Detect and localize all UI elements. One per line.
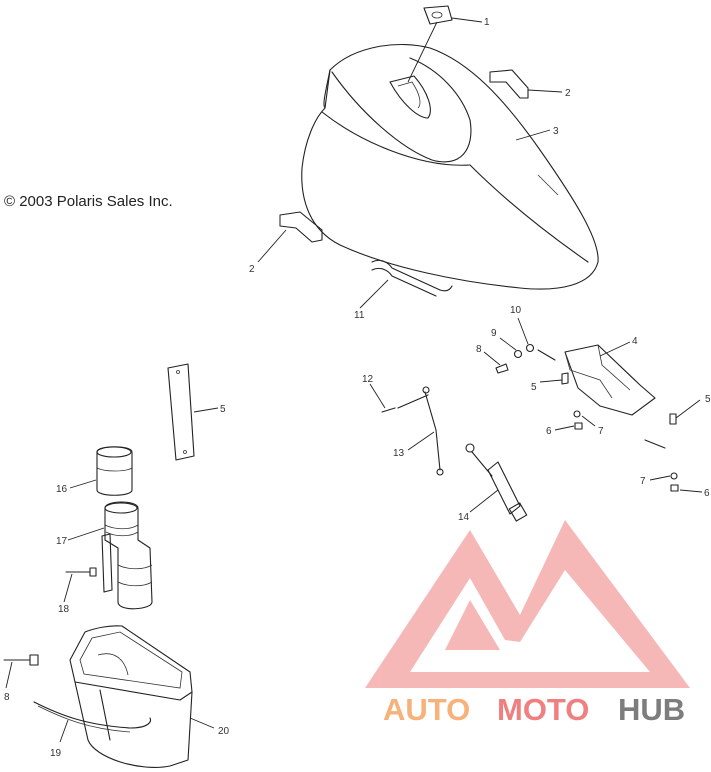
- part-fasteners-upper: [495, 343, 569, 385]
- part-gas-strut: [465, 443, 528, 522]
- part-bumper-top: [489, 69, 529, 99]
- callout-8-upper: 8: [476, 344, 482, 355]
- watermark-text-auto: AUTO: [383, 692, 470, 727]
- callout-20: 20: [218, 726, 230, 737]
- part-hood: [301, 43, 599, 290]
- callout-7-right: 7: [640, 476, 646, 487]
- copyright-notice: © 2003 Polaris Sales Inc.: [4, 193, 173, 210]
- part-bottle: [101, 501, 153, 610]
- callout-9: 9: [491, 328, 497, 339]
- part-latch-clip: [423, 5, 453, 25]
- callout-7-mid: 7: [598, 426, 604, 437]
- callout-5-mid: 5: [531, 382, 537, 393]
- callout-17: 17: [56, 536, 68, 547]
- part-bumper-left: [279, 211, 323, 243]
- callout-16: 16: [56, 484, 68, 495]
- part-strap: [371, 259, 453, 297]
- part-storage-bin: [69, 625, 193, 768]
- callout-10: 10: [510, 305, 522, 316]
- part-cable: [381, 386, 444, 476]
- watermark-logo: [365, 520, 690, 688]
- callout-13: 13: [393, 448, 405, 459]
- part-plate: [167, 363, 195, 461]
- callout-19: 19: [50, 748, 62, 759]
- part-fasteners-lower: [573, 410, 679, 492]
- part-bracket: [564, 344, 656, 416]
- callout-3: 3: [553, 126, 559, 137]
- callout-4: 4: [632, 336, 638, 347]
- part-rivet-8: [3, 654, 39, 666]
- callout-8-lower: 8: [4, 692, 10, 703]
- callout-12: 12: [362, 374, 374, 385]
- callout-14: 14: [458, 512, 470, 523]
- callout-11: 11: [354, 310, 365, 321]
- callout-1: 1: [484, 17, 490, 28]
- callout-5-left: 5: [220, 404, 226, 415]
- watermark-text-hub: HUB: [618, 692, 685, 727]
- leader-lines: [5, 17, 703, 743]
- callout-6-mid: 6: [546, 426, 552, 437]
- watermark-text: AUTO MOTO HUB: [383, 692, 685, 727]
- callout-2-left: 2: [249, 264, 255, 275]
- watermark-text-moto: MOTO: [497, 692, 589, 727]
- callout-2-top: 2: [565, 88, 571, 99]
- part-strap-19: [33, 701, 151, 733]
- callout-labels: 1 2 3 2 11 10 9 8 4 5 5 6 7 7 6 12 13 14…: [4, 17, 711, 759]
- callout-18: 18: [58, 604, 70, 615]
- part-rivet-18: [65, 567, 97, 577]
- callout-5-right: 5: [705, 394, 711, 405]
- callout-6-right: 6: [704, 488, 710, 499]
- part-cap: [96, 446, 133, 496]
